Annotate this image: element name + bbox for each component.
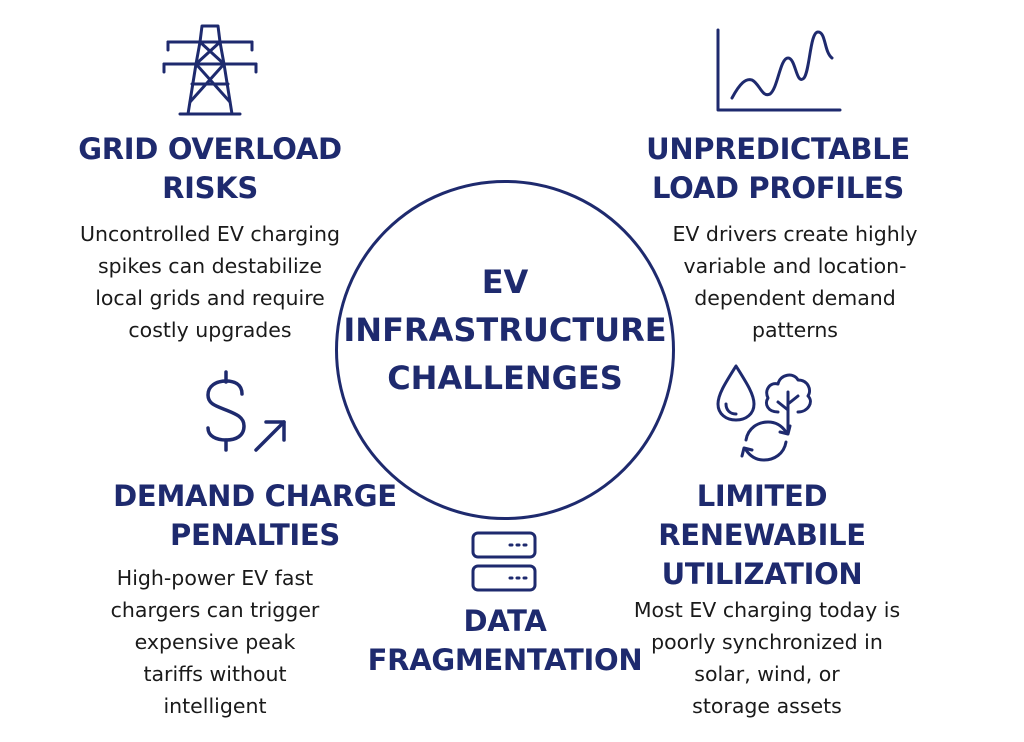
renewable-title: LIMITED RENEWABILE UTILIZATION bbox=[612, 477, 912, 594]
data-fragmentation-title: DATA FRAGMENTATION bbox=[355, 602, 655, 680]
desc-line: Uncontrolled EV charging bbox=[80, 222, 340, 246]
desc-line: local grids and require bbox=[95, 286, 325, 310]
water-tree-cycle-icon bbox=[716, 364, 812, 462]
desc-line: poorly synchronized in bbox=[651, 630, 883, 654]
title-line: RENEWABILE bbox=[658, 518, 866, 552]
center-title-line: CHALLENGES bbox=[387, 359, 623, 397]
grid-overload-desc: Uncontrolled EV charging spikes can dest… bbox=[40, 218, 380, 346]
line-chart-icon bbox=[716, 28, 842, 112]
desc-line: High-power EV fast bbox=[116, 566, 314, 590]
title-line: RISKS bbox=[162, 171, 258, 205]
title-line: DEMAND CHARGE bbox=[113, 479, 397, 513]
desc-line: spikes can destabilize bbox=[97, 254, 323, 278]
grid-overload-title: GRID OVERLOAD RISKS bbox=[60, 130, 360, 208]
desc-line: variable and location- bbox=[683, 254, 907, 278]
desc-line: chargers can trigger bbox=[110, 598, 320, 622]
power-tower-icon bbox=[162, 24, 258, 116]
center-circle bbox=[335, 180, 675, 520]
renewable-desc: Most EV charging today is poorly synchro… bbox=[612, 594, 922, 722]
desc-line: EV drivers create highly bbox=[672, 222, 918, 246]
title-line: UTILIZATION bbox=[661, 557, 863, 591]
demand-charge-desc: High-power EV fast chargers can trigger … bbox=[80, 562, 350, 722]
center-title: EV INFRASTRUCTURE CHALLENGES bbox=[335, 258, 675, 402]
desc-line: Most EV charging today is bbox=[633, 598, 901, 622]
desc-line: intelligent bbox=[163, 694, 267, 718]
server-icon bbox=[471, 531, 537, 592]
demand-charge-title: DEMAND CHARGE PENALTIES bbox=[95, 477, 415, 555]
center-title-line: INFRASTRUCTURE bbox=[343, 311, 667, 349]
desc-line: dependent demand bbox=[694, 286, 896, 310]
desc-line: patterns bbox=[751, 318, 838, 342]
load-profiles-title: UNPREDICTABLE LOAD PROFILES bbox=[628, 130, 928, 208]
title-line: UNPREDICTABLE bbox=[646, 132, 910, 166]
title-line: LIMITED bbox=[696, 479, 828, 513]
title-line: DATA bbox=[463, 604, 547, 638]
desc-line: tariffs without bbox=[143, 662, 287, 686]
title-line: PENALTIES bbox=[169, 518, 341, 552]
desc-line: expensive peak bbox=[134, 630, 296, 654]
title-line: GRID OVERLOAD bbox=[78, 132, 342, 166]
dollar-arrow-icon bbox=[206, 370, 286, 452]
desc-line: costly upgrades bbox=[128, 318, 292, 342]
center-title-line: EV bbox=[481, 263, 529, 301]
title-line: LOAD PROFILES bbox=[651, 171, 905, 205]
desc-line: solar, wind, or bbox=[694, 662, 840, 686]
title-line: FRAGMENTATION bbox=[367, 643, 643, 677]
desc-line: storage assets bbox=[692, 694, 842, 718]
load-profiles-desc: EV drivers create highly variable and lo… bbox=[630, 218, 960, 346]
